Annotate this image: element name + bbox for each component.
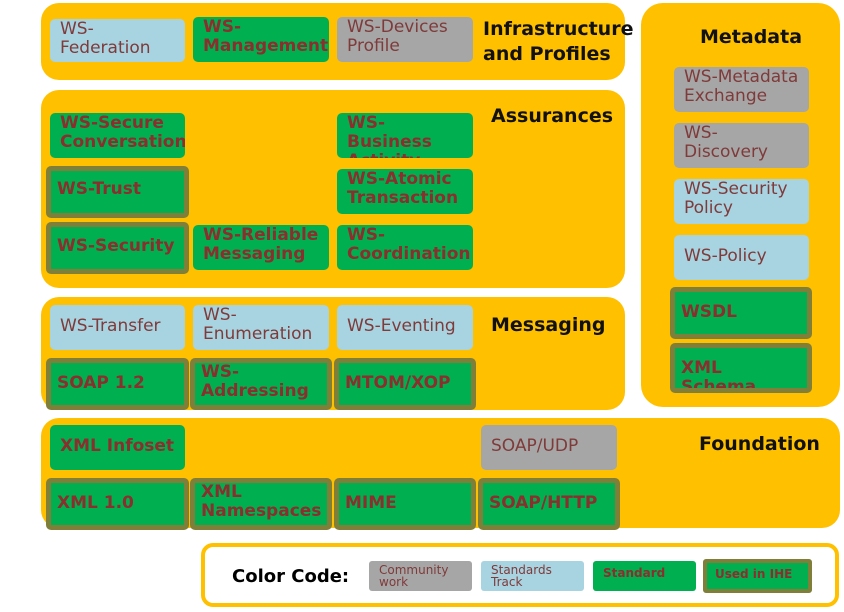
ws-transfer-box: WS-Transfer: [50, 305, 185, 350]
soap-1-2-box: SOAP 1.2: [46, 358, 189, 410]
ws-coordination-box: WS- Coordination: [337, 225, 473, 270]
xml-namespaces-box: XML Namespaces: [190, 478, 332, 530]
xml-schema-box: XML Schema: [670, 343, 812, 393]
legend-used-in-ihe: Used in IHE: [703, 559, 812, 593]
legend-title: Color Code:: [232, 566, 350, 587]
ws-business-activity-box: WS-Business Activity: [337, 113, 473, 158]
mime-box: MIME: [334, 478, 476, 530]
messaging-title: Messaging: [491, 314, 606, 336]
ws-federation-box: WS- Federation: [50, 19, 185, 62]
ws-enumeration-box: WS- Enumeration: [193, 305, 329, 350]
foundation-title: Foundation: [699, 433, 820, 455]
ws-security-policy-box: WS-Security Policy: [674, 179, 809, 224]
mtom-xop-box: MTOM/XOP: [334, 358, 476, 410]
ws-policy-box: WS-Policy: [674, 235, 809, 280]
ws-management-box: WS- Management: [193, 17, 329, 62]
legend-community-work: Community work: [369, 561, 472, 591]
wsdl-box: WSDL: [670, 287, 812, 339]
ws-addressing-box: WS- Addressing: [190, 358, 332, 410]
ws-eventing-box: WS-Eventing: [337, 305, 473, 350]
legend-standards-track: Standards Track: [481, 561, 584, 591]
metadata-title: Metadata: [700, 26, 803, 48]
ws-security-box: WS-Security: [46, 222, 189, 274]
ws-metadata-exchange-box: WS-Metadata Exchange: [674, 67, 809, 112]
ws-discovery-box: WS- Discovery: [674, 123, 809, 168]
infrastructure-title-line2: and Profiles: [483, 43, 611, 65]
xml-1-0-box: XML 1.0: [46, 478, 189, 530]
soap-http-box: SOAP/HTTP: [478, 478, 620, 530]
legend-standard: Standard: [593, 561, 696, 591]
ws-secure-conversation-box: WS-Secure Conversation: [50, 113, 185, 158]
soap-udp-box: SOAP/UDP: [481, 425, 617, 470]
assurances-title: Assurances: [491, 105, 614, 127]
ws-atomic-transaction-box: WS-Atomic Transaction: [337, 169, 473, 214]
ws-trust-box: WS-Trust: [46, 166, 189, 218]
infrastructure-title: Infrastructure and Profiles: [483, 17, 633, 67]
ws-reliable-messaging-box: WS-Reliable Messaging: [193, 225, 329, 270]
infrastructure-title-line1: Infrastructure: [483, 18, 634, 40]
ws-devices-profile-box: WS-Devices Profile: [337, 17, 473, 62]
xml-infoset-box: XML Infoset: [50, 425, 185, 470]
